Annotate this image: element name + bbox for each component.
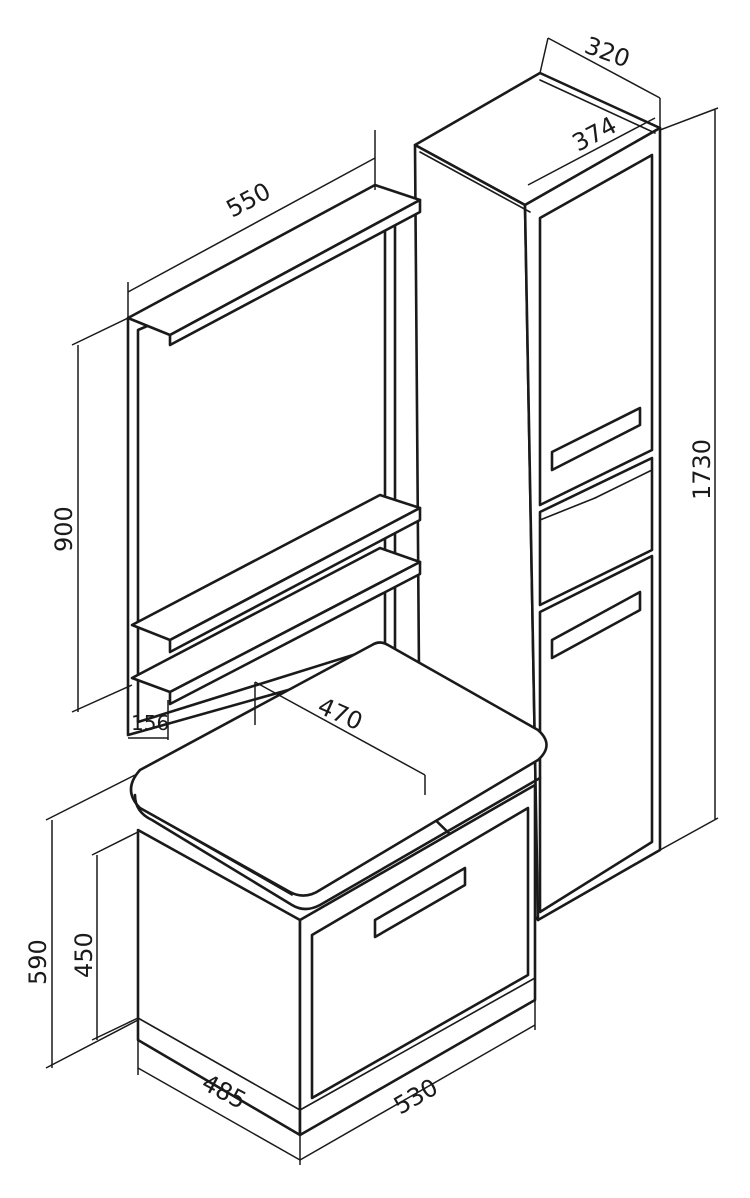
mirror-middle-shelf-front bbox=[168, 506, 422, 654]
mirror-bottom-shelf-front bbox=[168, 560, 422, 706]
mirror-with-shelves bbox=[126, 183, 422, 737]
sink-countertop-front-edge bbox=[133, 776, 542, 911]
column-open-niche bbox=[538, 456, 654, 607]
dim-column-width: 320 bbox=[581, 31, 634, 73]
vanity-with-sink bbox=[129, 641, 548, 1137]
mirror-top-shelf-front bbox=[168, 198, 422, 347]
column-niche-shelf bbox=[539, 497, 596, 521]
dim-vanity-body-height: 450 bbox=[70, 932, 98, 978]
column-top-edge bbox=[419, 151, 531, 213]
dim-column-height: 1730 bbox=[688, 439, 716, 500]
column-lower-door bbox=[538, 554, 654, 914]
vanity-drawer-handle bbox=[373, 866, 467, 939]
column-lower-handle bbox=[550, 590, 642, 660]
column-front bbox=[523, 126, 662, 922]
dim-vanity-total-height: 590 bbox=[24, 939, 52, 985]
dimension-lines bbox=[45, 37, 719, 1165]
column-upper-door bbox=[538, 153, 654, 507]
column-top-back-edge bbox=[539, 79, 656, 134]
column-niche-back bbox=[594, 469, 653, 499]
vanity-drawer-front bbox=[310, 806, 530, 1100]
vanity-plinth-front bbox=[299, 977, 536, 1111]
dim-mirror-height: 900 bbox=[50, 506, 78, 552]
vanity-plinth-side bbox=[137, 1017, 301, 1111]
sink-basin-edge bbox=[139, 807, 293, 896]
dim-mirror-shelf-depth: 156 bbox=[131, 711, 169, 735]
column-upper-handle bbox=[550, 406, 642, 472]
